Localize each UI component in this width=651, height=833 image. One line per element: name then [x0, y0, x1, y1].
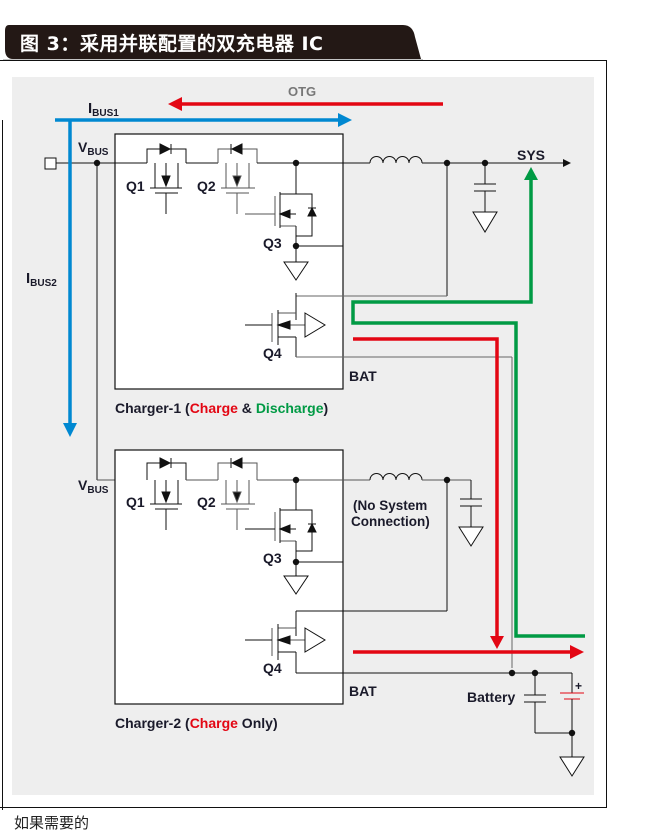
charger-1-q3-mosfet [245, 163, 317, 262]
charger-1-q1-label: Q1 [126, 178, 145, 194]
charger-2-q4-mosfet [245, 611, 572, 674]
charger-1-q3-label: Q3 [263, 235, 282, 251]
charger-2-q2-label: Q2 [197, 494, 216, 510]
charger-2-bat-label: BAT [349, 683, 377, 699]
vbus-label-charger-1: VBUS [78, 139, 109, 158]
otg-label: OTG [288, 84, 316, 99]
charger-2-inductor [369, 473, 423, 481]
charge-path-charger-1 [353, 337, 499, 636]
discharge-path-upper [351, 180, 585, 638]
figure-frame [0, 60, 607, 808]
charger-2-q3-label: Q3 [263, 550, 282, 566]
ground-icon [283, 261, 309, 281]
charge-down-arrowhead [490, 636, 504, 649]
ibus1-label: IBUS1 [88, 100, 119, 119]
charger-2-q1-label: Q1 [126, 494, 145, 510]
vbus-terminal[interactable] [44, 157, 57, 170]
ibus2-label: IBUS2 [26, 270, 57, 289]
figure-title: 图 3：采用并联配置的双充电器 IC [20, 33, 324, 55]
charger-2-box [114, 449, 344, 705]
charger-1-q2-mosfet [217, 143, 258, 214]
charger-1-bat-label: BAT [349, 368, 377, 384]
ground-icon [283, 575, 309, 595]
charger-1-inductor [369, 156, 423, 164]
charge-right-arrowhead [570, 645, 584, 659]
sys-label: SYS [517, 147, 545, 163]
charger-1-q4-mosfet [245, 293, 513, 668]
vbus-label-charger-2: VBUS [78, 477, 109, 496]
charger-2-q2-mosfet [217, 457, 258, 530]
page-edge-line [2, 120, 3, 810]
battery-label: Battery [467, 689, 515, 705]
charger-2-q4-label: Q4 [263, 660, 282, 676]
charger-2-title: Charger-2 (Charge Only) [115, 715, 278, 731]
charger-1-q4-label: Q4 [263, 345, 282, 361]
no-system-connection-label: (No System [353, 498, 427, 513]
charger-2-q1-mosfet [146, 457, 187, 530]
charger-1-q1-mosfet [146, 143, 187, 214]
sys-green-arrowhead [524, 167, 538, 180]
battery-symbol [524, 673, 585, 777]
footer-body-text: 如果需要的 [14, 814, 90, 832]
charger-1-title: Charger-1 (Charge & Discharge) [115, 400, 328, 416]
sys-capacitor [472, 163, 498, 233]
charger-2-q3-mosfet [245, 480, 317, 576]
battery-plus-sign: + [575, 679, 582, 693]
no-system-connection-label-2: Connection) [351, 514, 430, 529]
charger-1-q2-label: Q2 [197, 178, 216, 194]
charger-2-output-capacitor [458, 480, 484, 547]
